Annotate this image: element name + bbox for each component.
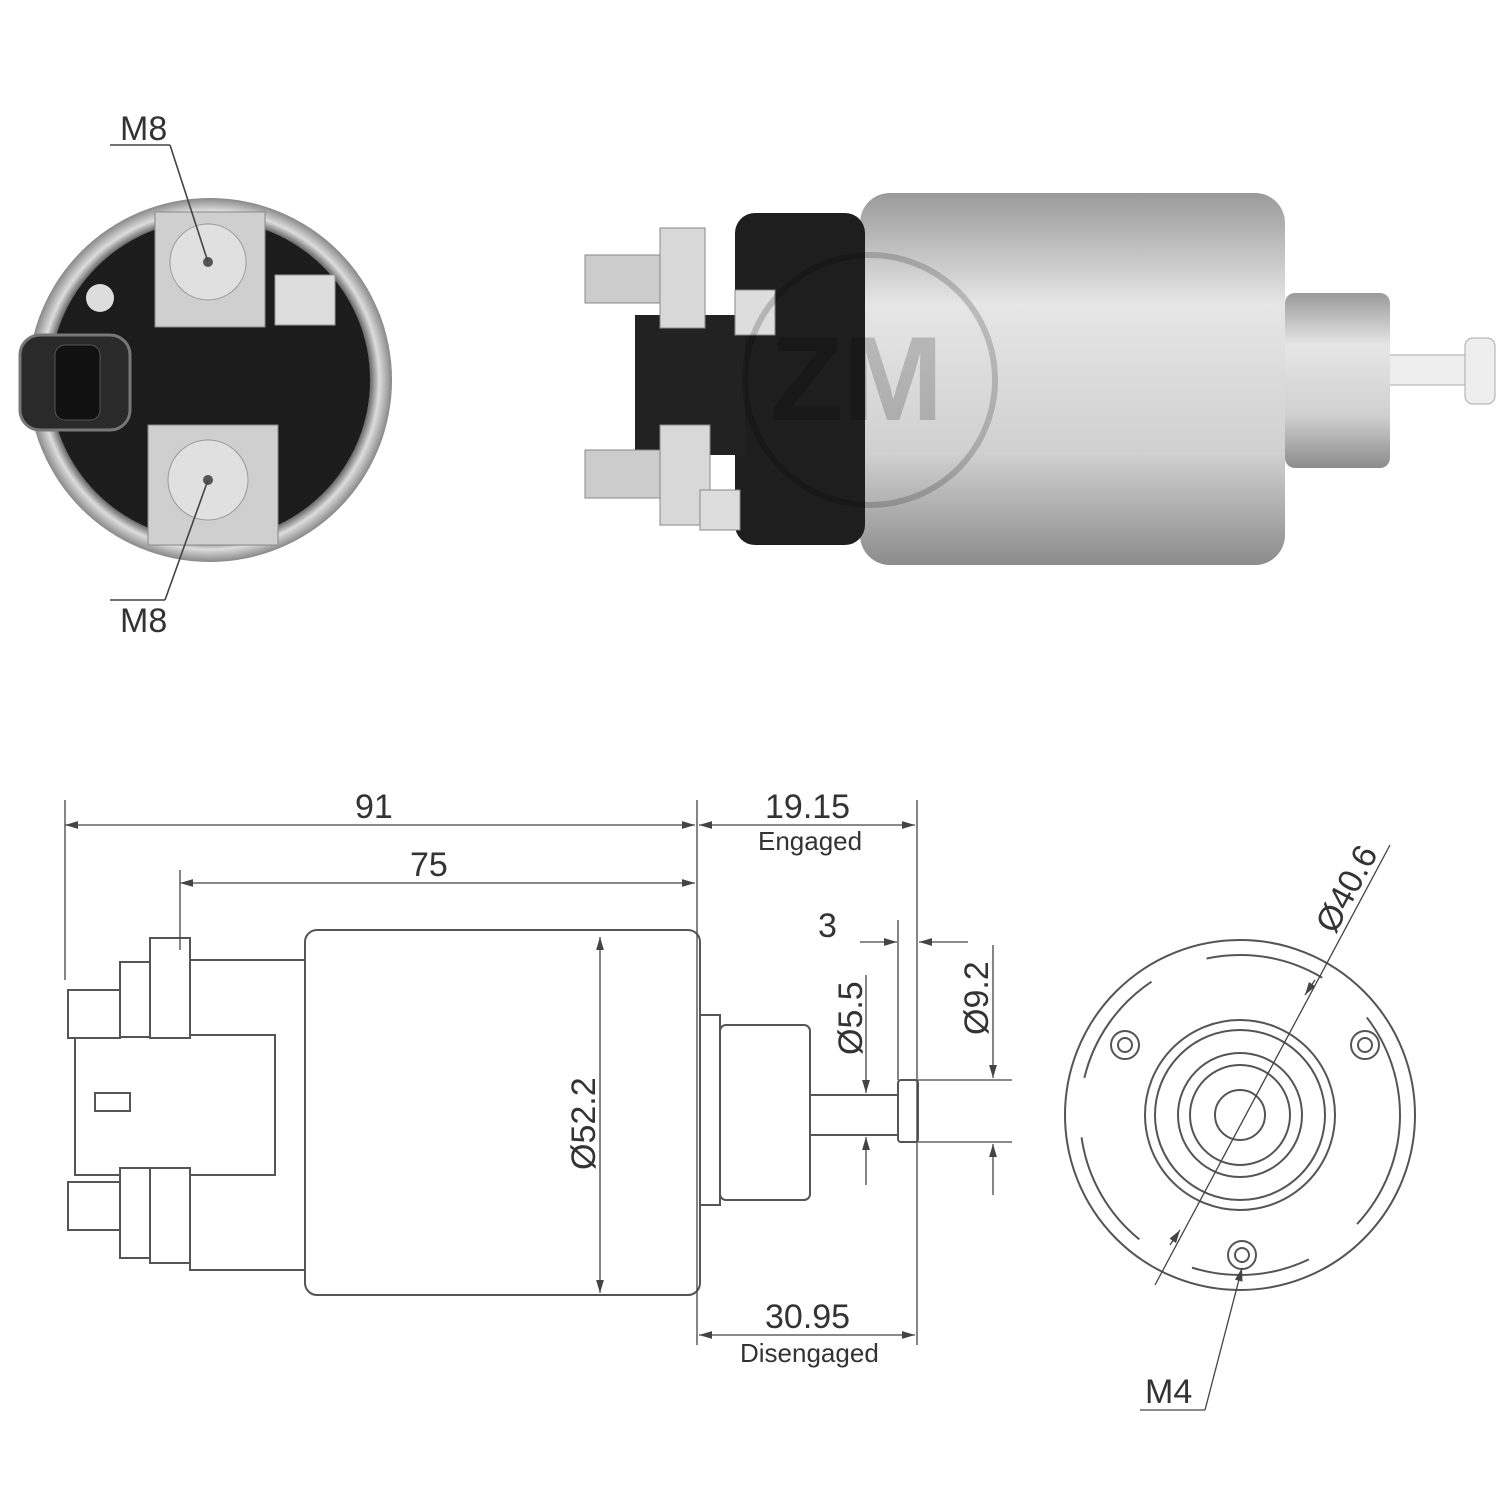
dim-tip-length: 3: [818, 907, 837, 945]
photo-end-view: M8 M8: [18, 110, 392, 640]
terminal-stud-bottom: [147, 424, 279, 546]
dim-engaged: 19.15: [765, 788, 850, 826]
dim-91: 91: [355, 788, 393, 826]
dim-75: 75: [410, 846, 448, 884]
mount-hole: [1350, 1030, 1380, 1060]
dim-disengaged: 30.95: [765, 1298, 850, 1336]
svg-text:ZM: ZM: [770, 312, 943, 446]
engaged-label: Engaged: [758, 826, 862, 856]
photo-side-view: ZM: [584, 193, 1496, 565]
dim-bolt-circle: Ø40.6: [1309, 839, 1386, 939]
zm-watermark-logo: ZM: [742, 252, 998, 508]
m8-bottom-label: M8: [120, 602, 167, 640]
end-drawing: Ø40.6 M4: [1064, 839, 1416, 1411]
terminal-stud-top: [154, 211, 336, 328]
m4-label: M4: [1145, 1373, 1192, 1411]
m8-top-label: M8: [120, 110, 167, 148]
side-drawing: 91 75 19.15 Engaged 30.95 Disengaged 3 Ø…: [64, 788, 1012, 1368]
mount-hole: [1227, 1240, 1257, 1270]
mount-hole: [1110, 1030, 1140, 1060]
dim-tip-diameter: Ø9.2: [958, 961, 996, 1035]
disengaged-label: Disengaged: [740, 1338, 879, 1368]
dim-body-diameter: Ø52.2: [565, 1077, 603, 1170]
dim-rod-diameter: Ø5.5: [832, 981, 870, 1055]
